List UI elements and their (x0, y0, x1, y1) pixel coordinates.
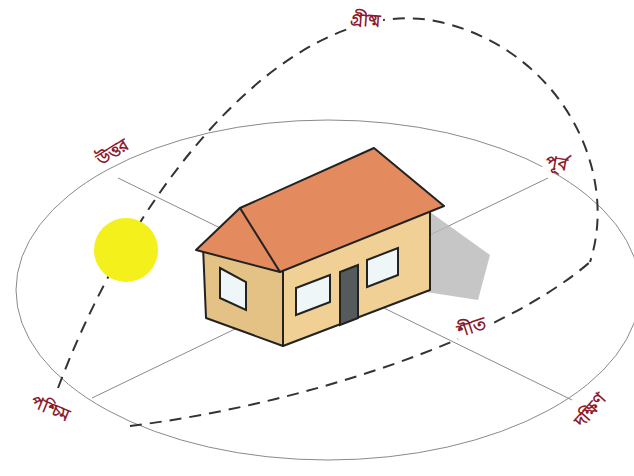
sun (94, 218, 158, 282)
house-window (296, 275, 330, 315)
direction-label: পূর্ব (541, 151, 571, 176)
horizon-ellipse (16, 120, 634, 460)
house-door (340, 265, 358, 325)
direction-label: উত্তর (90, 133, 135, 171)
house-window (220, 268, 246, 310)
direction-label: শীত (453, 312, 492, 342)
house-window (367, 248, 398, 287)
summer-sun-path (58, 18, 598, 388)
direction-label: গ্রীষ্ম (346, 9, 383, 32)
house-shadow (426, 212, 490, 300)
roof-edge (240, 208, 280, 272)
house-roof (196, 148, 444, 272)
direction-label: পশ্চিম (25, 390, 74, 426)
